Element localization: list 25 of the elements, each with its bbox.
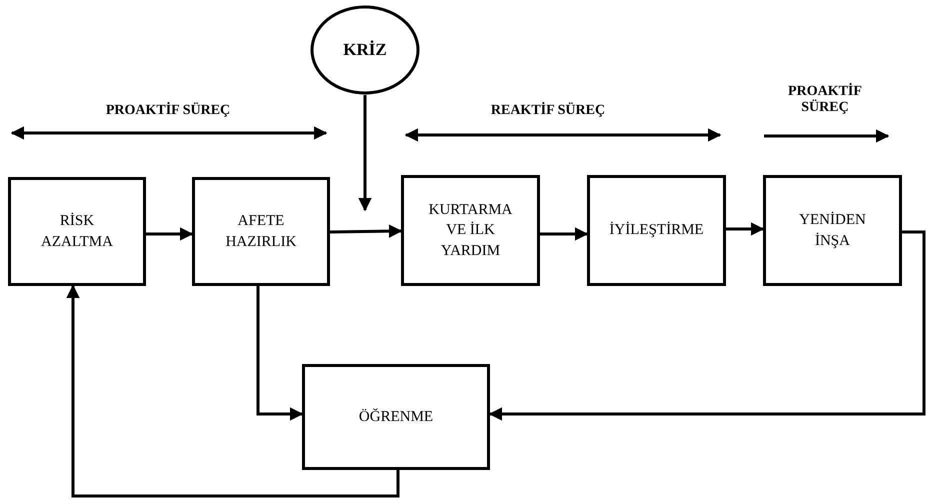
process-box xyxy=(192,177,330,286)
arrow xyxy=(540,227,588,241)
phase-label: PROAKTİF SÜREÇ xyxy=(104,103,232,119)
process-box xyxy=(587,175,726,286)
arrow xyxy=(358,95,372,212)
node-label: YENİDEN İNŞA xyxy=(798,210,867,250)
arrow xyxy=(726,222,764,236)
arrow xyxy=(146,227,194,241)
arrow xyxy=(330,224,402,238)
crisis-ellipse xyxy=(310,5,420,95)
phase-label: PROAKTİF SÜREÇ xyxy=(787,84,863,116)
node-label: ÖĞRENME xyxy=(358,407,434,427)
node-label: İYİLEŞTİRME xyxy=(609,220,704,240)
node-label: AFETE HAZIRLIK xyxy=(224,212,298,252)
arrow xyxy=(66,284,400,498)
phase-label: REAKTİF SÜREÇ xyxy=(490,103,606,119)
node-label: KURTARMA VE İLK YARDIM xyxy=(428,201,514,261)
process-box xyxy=(8,177,146,286)
process-box xyxy=(302,364,490,470)
process-box xyxy=(763,175,902,286)
node-label: KRİZ xyxy=(343,38,387,61)
arrow xyxy=(488,230,926,421)
process-box xyxy=(401,175,540,286)
node-label: RİSK AZALTMA xyxy=(40,212,114,252)
arrow xyxy=(256,286,304,421)
